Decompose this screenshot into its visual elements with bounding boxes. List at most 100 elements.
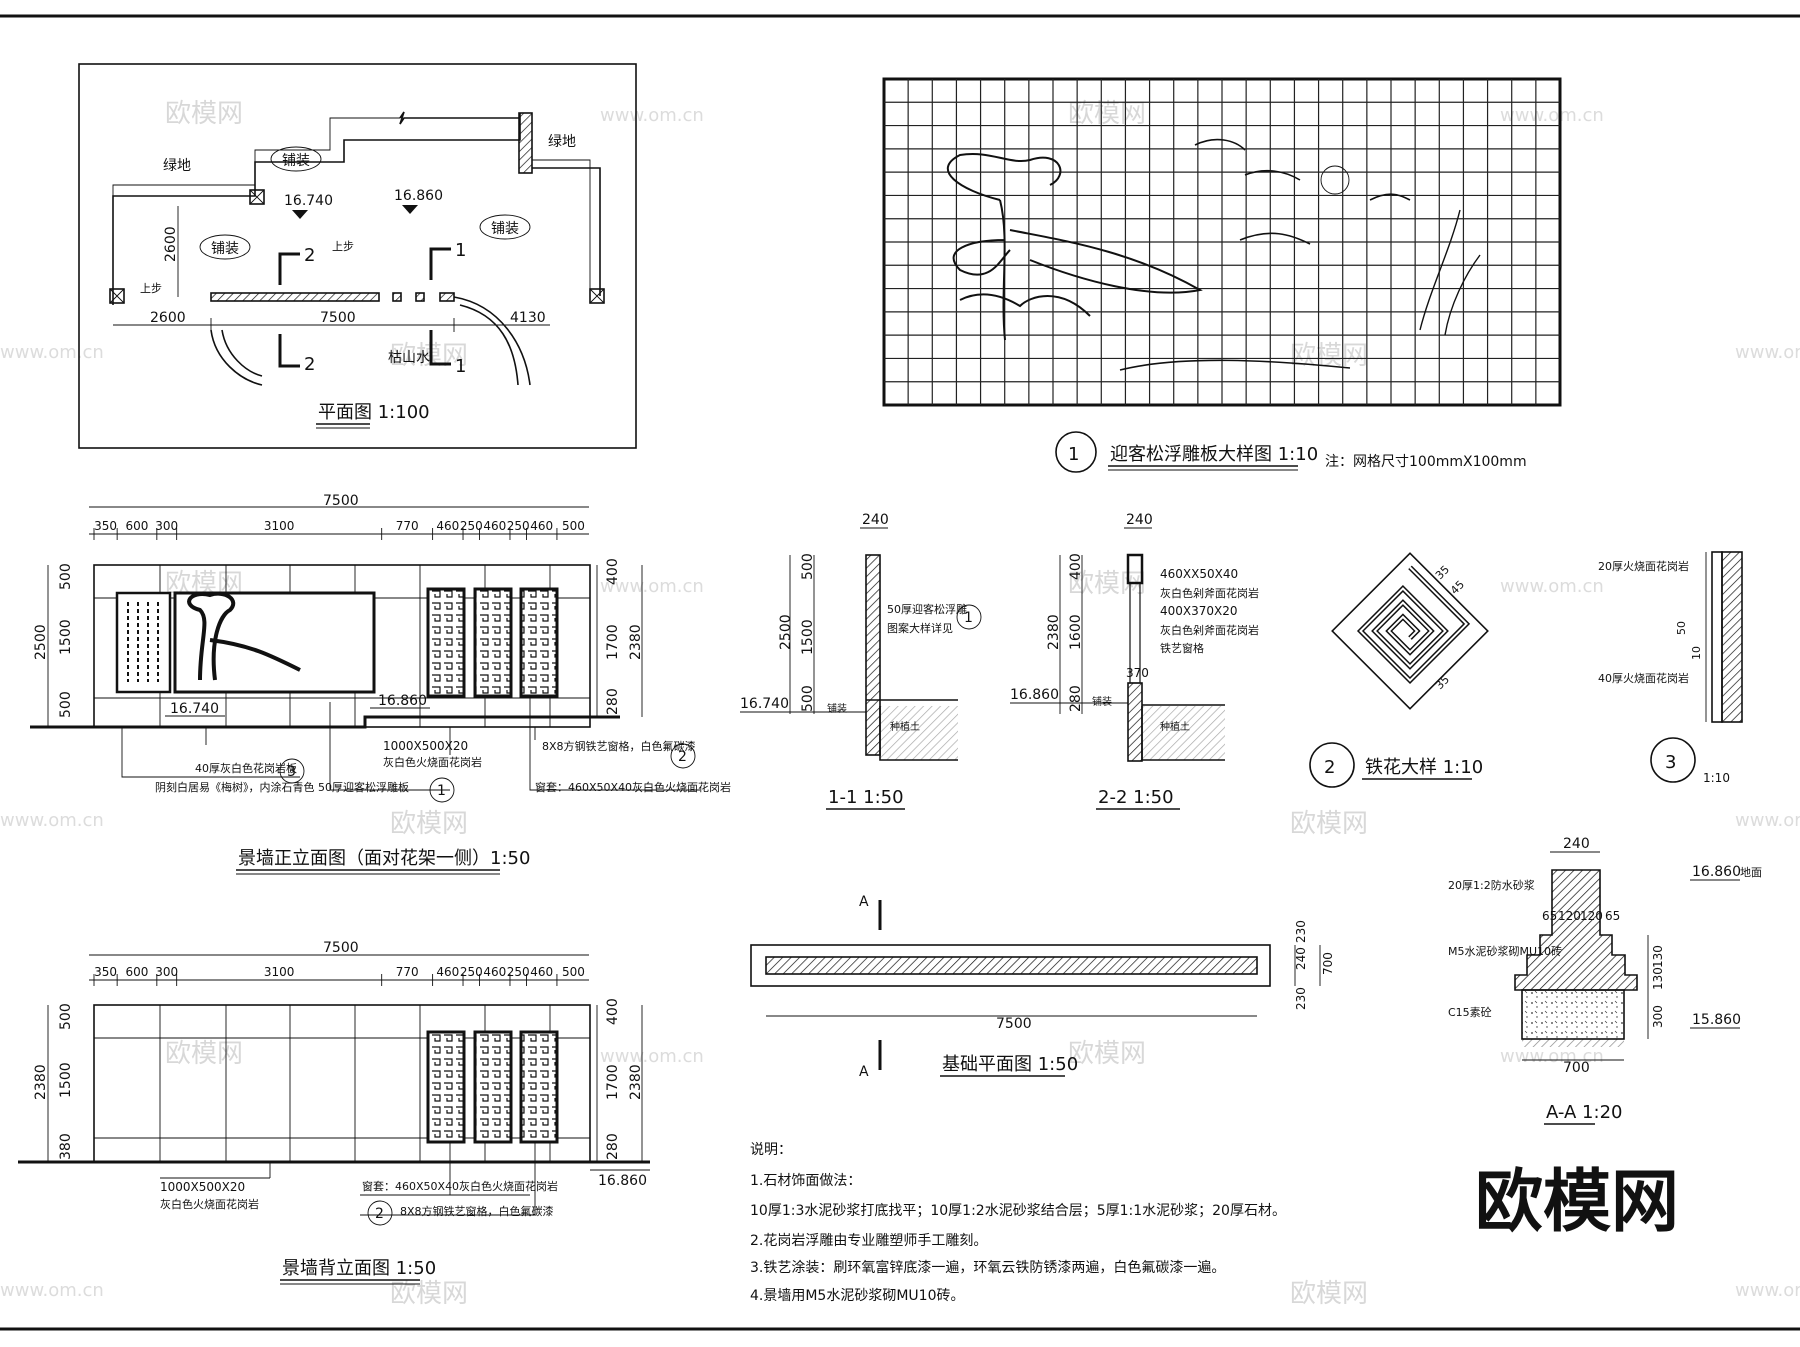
back-note-stone-type: 灰白色火烧面花岗岩 [160,1197,259,1211]
watermark-url: www.om.cn [0,1280,104,1301]
segment-dim: 250 [460,519,483,533]
segment-dim: 460 [483,965,506,979]
aa-step-3: 120 [1580,909,1603,923]
plan-pillar [518,112,533,174]
s22-note-soil: 种植土 [1160,720,1190,733]
back-right-dim-3: 280 [605,1133,621,1160]
plan-boundary [112,113,521,305]
plan-label-paving-1: 铺装 [282,153,310,169]
plan-label-green-right: 绿地 [548,134,576,150]
s22-dim-1: 400 [1068,553,1084,580]
s22-note-paving: 铺装 [1092,695,1112,708]
front-note-stone-size: 1000X500X20 [383,739,468,753]
segment-dim: 250 [507,519,530,533]
s22-note-2: 灰白色剁斧面花岗岩 [1160,586,1259,600]
iron-marker: 2 [1324,757,1335,778]
watermark-url: www.om.cn [600,576,704,597]
watermark-url: www.om.cn [1500,105,1604,126]
plan-view: 2600 7500 4130 2600 绿地 绿地 铺装 铺装 铺装 枯山水 上… [78,63,637,449]
detail3-marker: 3 [1665,752,1676,773]
back-level: 16.860 [598,1173,647,1189]
segment-dim: 460 [436,519,459,533]
plan-section-2-top: 2 [304,245,315,266]
s11-level: 16.740 [740,696,789,712]
back-marker: 2 [375,1206,384,1222]
segment-dim: 250 [507,965,530,979]
watermark-url: www.om.cn [0,342,104,363]
aa-step-4: 65 [1605,909,1620,923]
segment-dim: 500 [562,519,585,533]
foundation-dim-3: 230 [1294,987,1308,1010]
s11-marker: 1 [964,610,973,626]
front-marker-2: 2 [678,749,687,765]
s22-title: 2-2 1:50 [1098,787,1174,808]
watermark-url: www.om.cn [1500,576,1604,597]
aa-step-1: 65 [1542,909,1557,923]
front-right-total: 2380 [628,624,644,660]
watermark-brand: 欧模网 [1290,1279,1368,1309]
s11-wall [865,554,881,756]
s22-dim-2: 1600 [1068,614,1084,650]
front-left-dim-3: 500 [58,691,74,718]
poem-panel [115,591,172,694]
aa-width: 700 [1563,1060,1590,1076]
s22-note-3: 400X370X20 [1160,604,1238,618]
front-window-1 [426,587,466,698]
watermark-brand: 欧模网 [1068,99,1146,129]
back-right-total: 2380 [628,1064,644,1100]
s22-dim-3: 370 [1126,666,1149,680]
plan-level-2: 16.860 [394,188,443,204]
foundation-wall [765,956,1258,975]
segment-dim: 350 [94,519,117,533]
watermark-brand: 欧模网 [1290,809,1368,839]
plan-section-1-top: 1 [455,240,466,261]
detail3-note-1: 20厚火烧面花岗岩 [1598,559,1689,573]
back-elevation-title: 景墙背立面图 1:50 [282,1258,436,1279]
s22-note-5: 铁艺窗格 [1160,641,1204,655]
plan-level-1: 16.740 [284,193,333,209]
back-left-dim-3: 380 [58,1133,74,1160]
plan-dim-left: 2600 [150,310,186,326]
plan-dim-wall: 7500 [320,310,356,326]
note-item-3: 2.花岗岩浮雕由专业雕塑师手工雕刻。 [750,1233,987,1249]
foundation-outline [750,944,1271,987]
s22-wall [1127,682,1143,762]
aa-note-waterproof: 20厚1:2防水砂浆 [1448,878,1535,892]
segment-dim: 300 [155,519,178,533]
aa-top-dim: 240 [1563,836,1590,852]
foundation-length: 7500 [996,1016,1032,1032]
front-right-dim-1: 400 [605,558,621,585]
s22-top-dim: 240 [1126,512,1153,528]
note-item-2: 10厚1:3水泥砂浆打底找平；10厚1:2水泥砂浆结合层；5厚1:1水泥砂浆；2… [750,1202,1286,1219]
watermark-url: www.om.cn [0,810,104,831]
aa-level-bottom: 15.860 [1692,1012,1741,1028]
front-note-granite-board: 40厚灰白色花岗岩板 [195,761,297,775]
front-note-iron-grille: 8X8方钢铁艺窗格，白色氟碳漆 [542,739,696,753]
aa-ground-label: 地面 [1740,866,1762,879]
segment-dim: 460 [483,519,506,533]
s11-top-dim: 240 [862,512,889,528]
front-note-window-frame: 窗套：460X50X40灰白色火烧面花岗岩 [535,780,731,794]
s22-dim-4: 280 [1068,685,1084,712]
panel-marker-circle [1055,431,1097,473]
detail3-note-2: 40厚火烧面花岗岩 [1598,671,1689,685]
panel-marker: 1 [1068,444,1079,465]
segment-dim: 600 [126,965,149,979]
section-a-a: 240 65 120 120 65 130 130 300 700 16.860… [1448,836,1762,1125]
notes-heading: 说明： [750,1142,792,1158]
back-note-iron-grille: 8X8方钢铁艺窗格，白色氟碳漆 [400,1204,554,1218]
segment-dim: 250 [460,965,483,979]
s11-note-see-detail: 图案大样详见 [887,621,953,635]
front-relief-panel [173,591,376,694]
watermark-brand: 欧模网 [390,809,468,839]
s11-dim-1: 500 [800,553,816,580]
front-note-stone-type: 灰白色火烧面花岗岩 [383,755,482,769]
foundation-dim-2: 240 [1294,947,1308,970]
segment-dim: 460 [436,965,459,979]
plan-label-paving-2: 铺装 [211,241,239,257]
aa-title: A-A 1:20 [1546,1102,1622,1123]
watermark-url: www.om.cn [600,1046,704,1067]
back-window-3 [519,1030,559,1144]
